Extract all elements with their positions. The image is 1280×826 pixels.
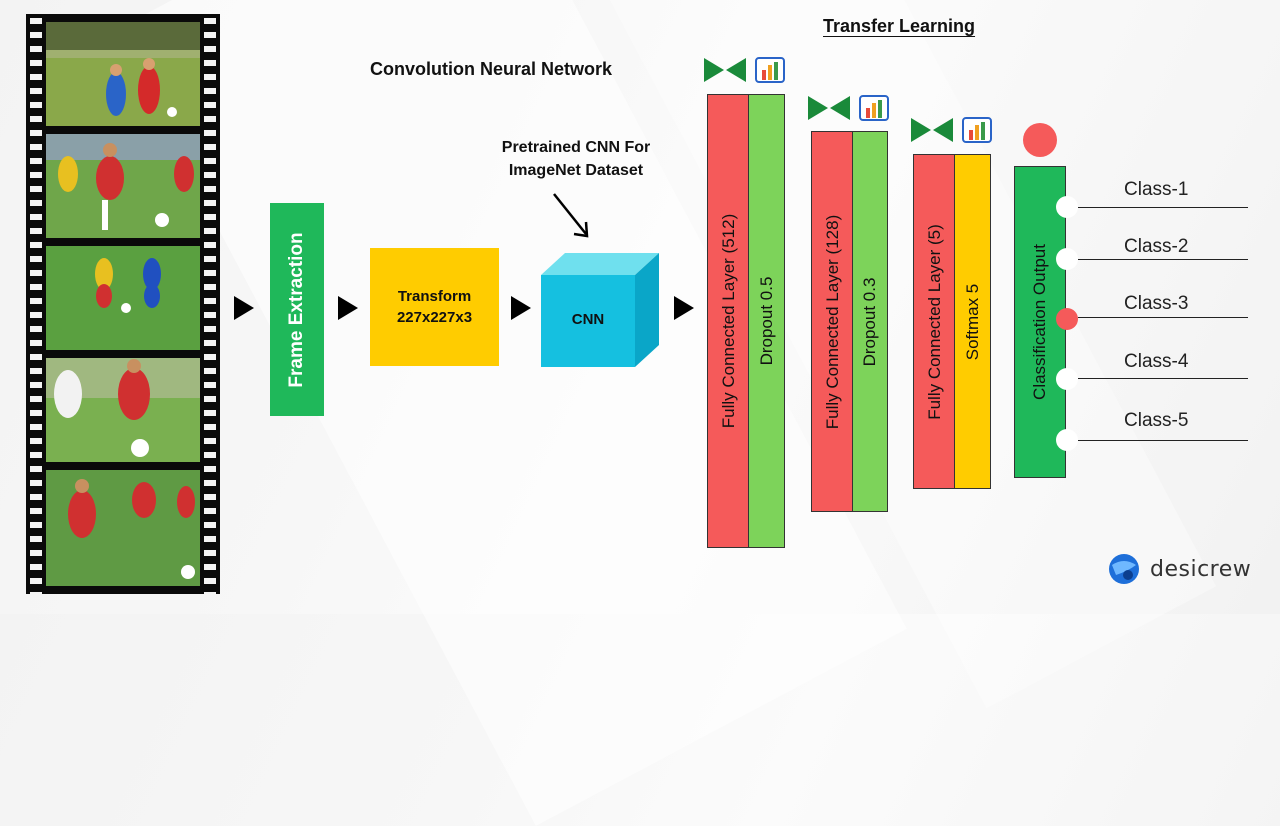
transform-box: Transform 227x227x3 — [370, 248, 499, 366]
frame-extraction-label: Frame Extraction — [286, 231, 307, 388]
video-frame-3 — [46, 246, 200, 350]
class-4-label: Class-4 — [1124, 351, 1189, 372]
class-1-label: Class-1 — [1124, 179, 1189, 200]
arrow-right-icon — [511, 296, 531, 320]
fc-layer-128: Fully Connected Layer (128) — [811, 131, 854, 512]
arrow-right-icon — [674, 296, 694, 320]
class-3-line — [1078, 317, 1248, 318]
fc-layer-512-label: Fully Connected Layer (512) — [718, 213, 738, 429]
brand-logo: desicrew — [1108, 553, 1251, 585]
cube-icon — [541, 253, 659, 367]
class-1-line — [1078, 207, 1248, 208]
class-1-node — [1056, 196, 1078, 218]
fc-layer-5-label: Fully Connected Layer (5) — [924, 223, 944, 420]
output-indicator-dot — [1023, 123, 1057, 157]
film-perforations-left — [30, 14, 42, 594]
class-2-line — [1078, 259, 1248, 260]
globe-icon — [1109, 554, 1139, 584]
video-frame-1 — [46, 22, 200, 126]
dropout-layer-03-label: Dropout 0.3 — [860, 277, 879, 366]
video-frame-2 — [46, 134, 200, 238]
pretrained-caption-line-1: Pretrained CNN For — [501, 139, 651, 156]
transform-label: Transform — [397, 288, 472, 305]
cnn-heading: Convolution Neural Network — [370, 59, 613, 79]
film-perforations-right — [204, 14, 216, 594]
arrow-right-icon — [234, 296, 254, 320]
classification-output-label: Classification Output — [1030, 244, 1049, 400]
dropout-layer-05-label: Dropout 0.5 — [756, 276, 776, 366]
class-5-label: Class-5 — [1124, 410, 1189, 431]
pretrained-caption: Pretrained CNN For ImageNet Dataset — [470, 136, 682, 182]
dropout-layer-03: Dropout 0.3 — [852, 131, 888, 512]
class-4-node — [1056, 368, 1078, 390]
class-2-label: Class-2 — [1124, 236, 1189, 257]
classification-output-box: Classification Output — [1014, 166, 1066, 478]
cnn-cube: CNN — [541, 253, 659, 367]
transfer-learning-heading: Transfer Learning — [823, 16, 976, 36]
class-2-node — [1056, 248, 1078, 270]
video-film-strip — [26, 14, 220, 594]
bowtie-icon — [911, 117, 992, 143]
pretrained-caption-line-2: ImageNet Dataset — [508, 162, 644, 179]
arrow-right-icon — [338, 296, 358, 320]
softmax-layer: Softmax 5 — [954, 154, 991, 489]
fc-layer-5: Fully Connected Layer (5) — [913, 154, 956, 489]
bowtie-icon — [808, 95, 889, 121]
brand-name: desicrew — [1150, 556, 1252, 582]
class-3-label: Class-3 — [1124, 293, 1189, 314]
fc-layer-512: Fully Connected Layer (512) — [707, 94, 750, 548]
cnn-label: CNN — [571, 311, 605, 328]
transform-size: 227x227x3 — [396, 309, 473, 326]
class-3-node-selected — [1056, 308, 1078, 330]
frame-extraction-box: Frame Extraction — [270, 203, 324, 416]
class-5-line — [1078, 440, 1248, 441]
video-frame-5 — [46, 470, 200, 586]
softmax-layer-label: Softmax 5 — [962, 283, 982, 360]
bowtie-icon — [704, 57, 785, 83]
class-4-line — [1078, 378, 1248, 379]
pointer-arrow-icon — [553, 193, 589, 238]
dropout-layer-05: Dropout 0.5 — [748, 94, 785, 548]
class-5-node — [1056, 429, 1078, 451]
video-frame-4 — [46, 358, 200, 462]
fc-layer-128-label: Fully Connected Layer (128) — [822, 214, 842, 429]
